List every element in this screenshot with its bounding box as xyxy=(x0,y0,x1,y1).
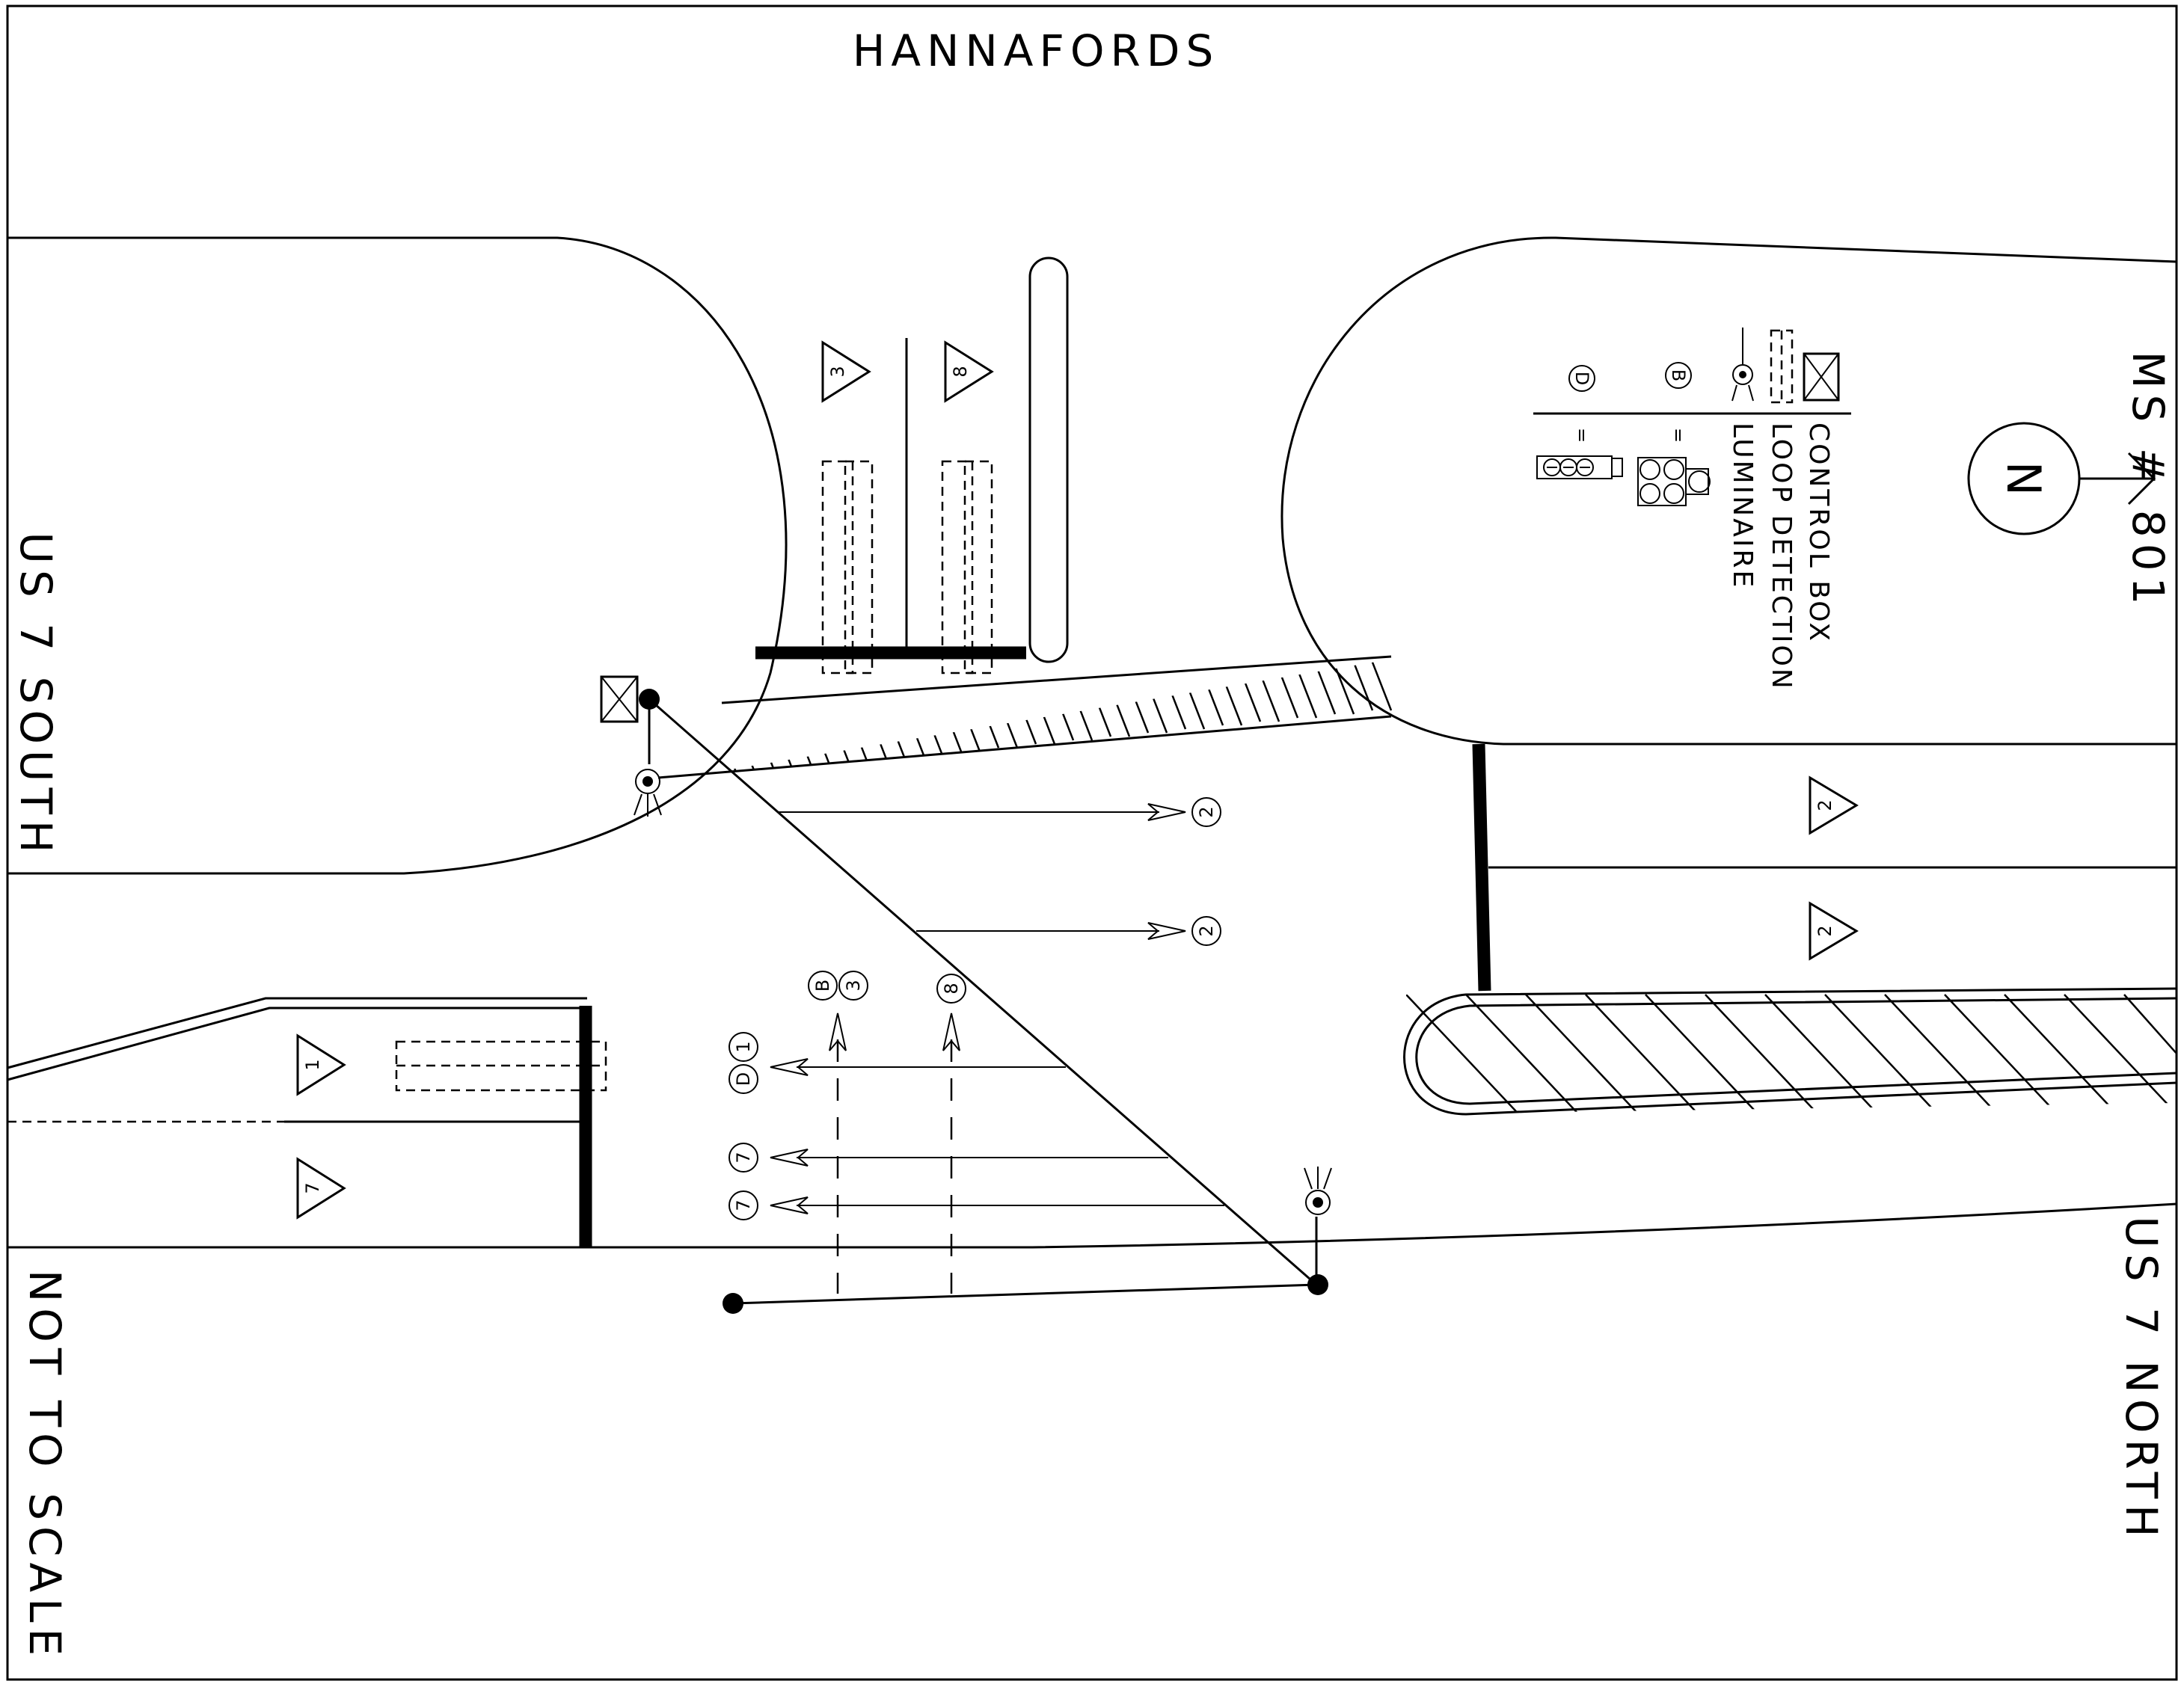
drawing-border xyxy=(6,4,2178,1681)
svg-text:7: 7 xyxy=(733,1199,754,1211)
legend-equals-D: = xyxy=(1571,428,1592,443)
left-approach-curb-inner xyxy=(7,1007,587,1081)
lane-triangle-1: 1 xyxy=(296,1033,346,1096)
svg-text:2: 2 xyxy=(1196,806,1217,817)
svg-text:1: 1 xyxy=(302,1059,323,1070)
legend-luminaire-label: LUMINAIRE xyxy=(1727,422,1758,589)
control-box xyxy=(600,675,639,723)
legend-control-box-label: CONTROL BOX xyxy=(1803,422,1834,643)
scale-note: NOT TO SCALE xyxy=(19,1270,70,1662)
span-wire-bottom xyxy=(732,1283,1317,1305)
svg-text:2: 2 xyxy=(1196,925,1217,936)
right-lower-island-inner xyxy=(1415,997,2177,1105)
svg-text:2: 2 xyxy=(1815,799,1835,811)
signal-pole xyxy=(723,1293,743,1314)
signal-head-2-lower: 2 xyxy=(1147,916,1221,946)
top-median-curb xyxy=(1028,256,1069,663)
svg-text:7: 7 xyxy=(733,1152,754,1163)
signal-head-1-D: 1 D xyxy=(728,1032,809,1094)
top-label: HANNAFORDS xyxy=(853,25,1220,76)
svg-text:B: B xyxy=(1668,369,1689,381)
control-box-icon xyxy=(1803,352,1840,402)
right-median-island xyxy=(1280,236,2177,746)
signal-pole xyxy=(639,689,660,710)
lane-triangle-7: 7 xyxy=(296,1157,346,1220)
svg-text:7: 7 xyxy=(302,1182,323,1193)
five-section-signal-icon xyxy=(1637,457,1711,506)
lane-triangle-8: 8 xyxy=(944,340,994,403)
luminaire xyxy=(634,769,662,817)
lane-triangle-2-lower: 2 xyxy=(1809,901,1859,961)
left-median-island xyxy=(7,236,788,875)
svg-text:8: 8 xyxy=(941,983,962,994)
lane-triangle-2-upper: 2 xyxy=(1809,775,1859,835)
luminaire xyxy=(1304,1167,1332,1215)
legend-equals-B: = xyxy=(1668,428,1689,443)
span-wire-diagonal xyxy=(648,698,1317,1286)
svg-text:8: 8 xyxy=(950,366,971,377)
svg-text:2: 2 xyxy=(1815,925,1835,936)
stop-bar-right xyxy=(1472,743,1491,992)
south-road-edge xyxy=(7,1202,2177,1249)
four-section-signal-icon xyxy=(1536,455,1623,479)
luminaire-icon xyxy=(1731,328,1754,402)
north-arrow-letter: N xyxy=(1996,461,2051,496)
svg-text:1: 1 xyxy=(733,1041,754,1052)
right-lower-island xyxy=(1403,987,2177,1116)
crosswalk-outline xyxy=(657,655,1392,779)
left-road-label: US 7 SOUTH xyxy=(10,532,61,858)
svg-text:3: 3 xyxy=(827,366,848,377)
svg-text:3: 3 xyxy=(843,980,864,991)
left-approach-curb xyxy=(7,997,587,1069)
right-island-hatching xyxy=(1406,994,2177,1114)
signal-pole xyxy=(1307,1274,1328,1295)
legend-loop-detection-label: LOOP DETECTION xyxy=(1766,422,1797,691)
project-label: MS # 801 xyxy=(2123,351,2174,610)
signal-head-8: 8 xyxy=(936,974,966,1051)
loop-detector xyxy=(844,460,874,675)
loop-detector xyxy=(821,460,854,675)
loop-detection-icon xyxy=(1770,329,1794,404)
svg-text:D: D xyxy=(733,1072,754,1086)
loop-detector xyxy=(963,460,993,675)
loop-detector xyxy=(395,1040,607,1092)
lane-triangle-3: 3 xyxy=(821,340,871,403)
loop-detector xyxy=(941,460,974,675)
signal-head-7-upper: 7 xyxy=(728,1143,809,1173)
legend-key-D: D xyxy=(1568,365,1595,392)
right-road-label: US 7 NORTH xyxy=(2116,1216,2167,1543)
signal-head-7-lower: 7 xyxy=(728,1190,809,1220)
svg-text:B: B xyxy=(812,980,833,992)
legend-key-B: B xyxy=(1665,362,1692,389)
svg-text:D: D xyxy=(1571,372,1592,385)
signal-head-3-B: 3 B xyxy=(808,971,868,1051)
north-arrow: N xyxy=(1967,422,2156,535)
signal-head-2-upper: 2 xyxy=(1147,797,1221,827)
legend: B D = = CONTROL BOX LOOP DETEC xyxy=(1533,328,1851,691)
